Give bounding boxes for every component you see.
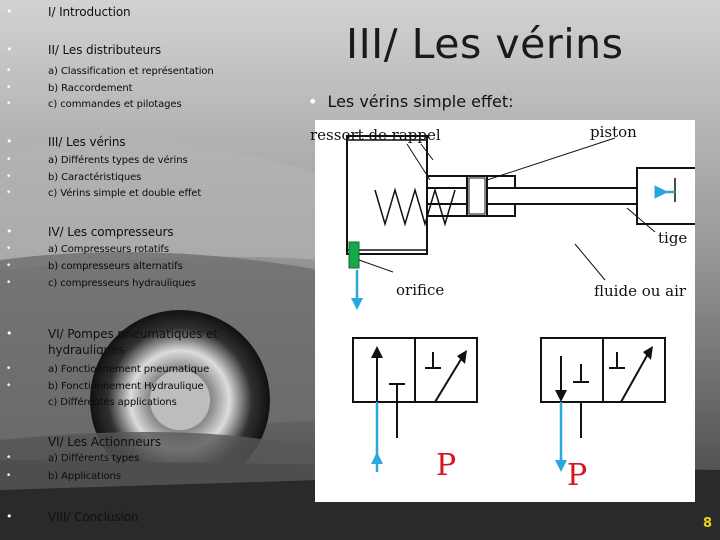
toc-item-text: a) Compresseurs rotatifs [48,244,169,255]
toc-item-text: c) commandes et pilotages [48,99,182,110]
toc-item-text: VI/ Les Actionneurs [48,435,161,449]
green-port [349,242,359,268]
toc-item-text: b) Caractéristiques [48,172,141,183]
bullet-icon: • [6,244,11,254]
bullet-icon: • [6,43,13,56]
directional-valve-left [353,338,477,402]
bullet-icon: • [308,92,317,111]
piston [467,176,487,216]
toc-item-text: hydrauliques [48,343,125,357]
page-number: 8 [703,516,712,531]
bullet-icon: • [6,172,11,182]
bullet-icon: • [6,83,11,93]
toc-item-text: IV/ Les compresseurs [48,225,174,239]
toc-item-text: a) Classification et représentation [48,66,214,77]
label-fluide-ou-air: fluide ou air [594,282,686,300]
bullet-icon: • [6,453,11,463]
toc-item-text: III/ Les vérins [48,135,126,149]
bullet-icon: • [6,471,11,481]
toc-item-text: VIII/ Conclusion [48,510,138,524]
toc-item-text: II/ Les distributeurs [48,43,161,57]
bullet-icon: • [6,225,13,238]
bullet-icon: • [6,155,11,165]
slide-subtitle-text: Les vérins simple effet: [327,92,513,111]
label-pressure-left: P [436,448,456,483]
toc-item-text: b) Applications [48,471,121,482]
toc-item-text: I/ Introduction [48,5,131,19]
bullet-icon: • [6,5,13,18]
toc-item-text: c) Différentes applications [48,397,177,408]
toc-item-text: VI/ Pompes pneumatiques et [48,327,218,341]
bullet-icon: • [6,510,13,523]
toc-item-text: b) compresseurs alternatifs [48,261,183,272]
directional-valve-right [541,338,665,402]
toc-item-text: b) Fonctionnement Hydraulique [48,381,204,392]
bullet-icon: • [6,188,11,198]
slide-subtitle: • Les vérins simple effet: [308,92,514,111]
bullet-icon: • [6,364,11,374]
label-pressure-right: P [567,458,587,493]
toc-item-text: a) Différents types de vérins [48,155,188,166]
toc-item-text: a) Différents types [48,453,139,464]
bullet-icon: • [6,66,11,76]
label-orifice: orifice [396,281,444,299]
label-ressort-de-rappel: ressort de rappel [310,126,441,144]
single-acting-cylinder-diagram [315,120,695,502]
toc-item-text: b) Raccordement [48,83,133,94]
toc-item-text: c) compresseurs hydrauliques [48,278,196,289]
toc-item-text: c) Vérins simple et double effet [48,188,201,199]
label-piston: piston [590,123,637,141]
toc-item-text: a) Fonctionnement pneumatique [48,364,209,375]
bullet-icon: • [6,261,11,271]
bullet-icon: • [6,99,11,109]
bullet-icon: • [6,327,13,340]
bullet-icon: • [6,135,13,148]
label-tige: tige [658,229,687,247]
rod [487,188,637,204]
bullet-icon: • [6,278,11,288]
table-of-contents: • I/ Introduction • II/ Les distributeurs • a… [0,0,330,540]
slide-title: III/ Les vérins [346,20,623,68]
bullet-icon: • [6,381,11,391]
